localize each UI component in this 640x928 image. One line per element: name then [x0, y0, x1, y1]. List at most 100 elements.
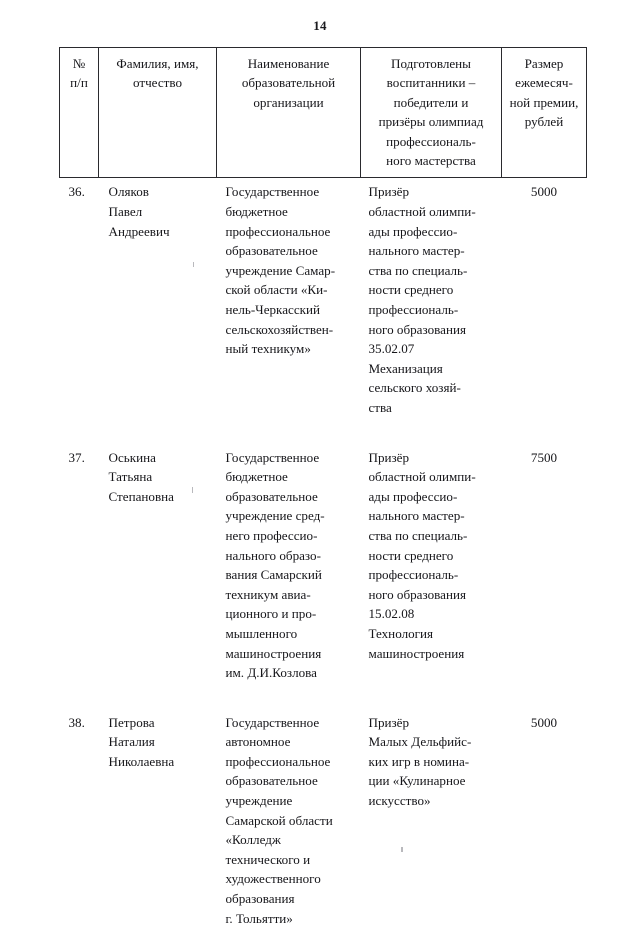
cell-number: 37. — [68, 449, 85, 465]
cell-organization-line: образовательное — [225, 488, 318, 504]
column-header-amount-line-3: ной премии, — [509, 94, 579, 110]
awards-table: № п/п Фамилия, имя, отчество Наименовани… — [59, 46, 587, 928]
cell-achievements-line: Призёр — [368, 449, 410, 465]
cell-fullname-line: Наталия — [108, 734, 155, 750]
column-header-number-line-2: п/п — [70, 75, 88, 91]
cell-organization-line: г. Тольятти» — [225, 910, 293, 926]
cell-achievements-line: 35.02.07 — [368, 341, 415, 357]
column-header-achievements-line-4: призёры олимпиад — [378, 114, 484, 130]
cell-achievements-line: искусство» — [368, 793, 431, 809]
column-header-achievements-line-5: профессиональ- — [386, 133, 476, 149]
cell-achievements-line: ного образования — [368, 586, 467, 602]
table-row-spacer-cell — [60, 418, 587, 444]
table-row-spacer-cell — [60, 683, 587, 709]
cell-organization-line: Государственное — [225, 184, 320, 200]
cell-achievements-line: ства по специаль- — [368, 262, 468, 278]
cell-achievements-line: ства — [368, 399, 392, 415]
column-header-achievements-line-3: победители и — [393, 94, 469, 110]
cell-organization-line: автономное — [225, 734, 291, 750]
cell-achievements-line: Механизация — [368, 360, 443, 376]
cell-achievements-line: 15.02.08 — [368, 606, 415, 622]
column-header-amount: Размер ежемесяч- ной премии, рублей — [501, 46, 587, 179]
table-header: № п/п Фамилия, имя, отчество Наименовани… — [59, 46, 587, 179]
column-header-organization-line-1: Наименование — [247, 56, 330, 71]
cell-organization-line: бюджетное — [225, 204, 288, 220]
cell-fullname-line: Оляков — [108, 184, 149, 200]
cell-achievements-line: ких игр в номина- — [368, 753, 470, 769]
cell-organization-line: ный техникум» — [225, 341, 311, 357]
cell-organization-line: технического и — [225, 851, 311, 867]
document-page: 14 № п/п Фамилия, имя, отчество Наименов… — [59, 18, 587, 926]
cell-organization-line: образовательное — [225, 773, 318, 789]
cell-amount: 5000 — [530, 184, 558, 200]
column-header-fullname-line-2: отчество — [133, 75, 182, 91]
cell-achievements-line: профессиональ- — [368, 567, 459, 583]
column-header-fullname: Фамилия, имя, отчество — [98, 46, 217, 179]
cell-organization-line: сельскохозяйствен- — [225, 321, 334, 337]
cell-organization-line: мышленного — [225, 625, 298, 641]
cell-organization-line: Государственное — [225, 449, 320, 465]
page-number: 14 — [313, 18, 327, 33]
cell-achievements: Призёр областной олимпи-ады профессио-нал… — [361, 444, 502, 683]
table-header-row: № п/п Фамилия, имя, отчество Наименовани… — [59, 46, 587, 179]
cell-organization-line: ционного и про- — [225, 606, 317, 622]
cell-organization-line: Самарской области — [225, 812, 333, 828]
cell-organization-line: него профессио- — [225, 527, 318, 543]
cell-organization-line: учреждение — [225, 793, 293, 809]
column-header-organization-line-3: организации — [253, 94, 324, 110]
column-header-achievements: Подготовлены воспитанники – победители и… — [360, 46, 502, 179]
column-header-fullname-line-1: Фамилия, имя, — [116, 56, 199, 71]
cell-achievements-line: ции «Кулинарное — [368, 773, 466, 789]
cell-organization-line: Государственное — [225, 714, 320, 730]
cell-organization-line: техникум авиа- — [225, 586, 311, 602]
column-header-number-line-1: № — [72, 56, 86, 71]
cell-organization-line: нель-Черкасский — [225, 302, 321, 317]
cell-achievements-line: сельского хозяй- — [368, 380, 461, 396]
column-header-organization: Наименование образовательной организации — [216, 46, 361, 179]
cell-organization-line: бюджетное — [225, 469, 288, 485]
cell-organization: Государственное автономное профессионально… — [217, 709, 361, 928]
column-header-amount-line-2: ежемесяч- — [515, 75, 573, 91]
cell-organization-line: нального образо- — [225, 547, 321, 563]
cell-achievements-line: областной олимпи- — [368, 204, 476, 220]
column-header-achievements-line-1: Подготовлены — [391, 56, 471, 71]
cell-achievements-line: ства по специаль- — [368, 527, 468, 543]
cell-fullname-line: Татьяна — [108, 469, 153, 485]
cell-fullname-line: Николаевна — [108, 753, 175, 769]
cell-organization-line: профессиональное — [225, 223, 331, 239]
cell-achievements-line: Призёр — [368, 714, 410, 730]
column-header-number: № п/п — [59, 46, 99, 179]
cell-achievements-line: ного образования — [368, 321, 467, 337]
cell-organization-line: образования — [225, 891, 295, 907]
cell-achievements-line: Малых Дельфийс- — [368, 734, 472, 750]
cell-achievements-line: ности среднего — [368, 282, 454, 298]
cell-number: 38. — [68, 714, 85, 730]
cell-achievements-line: машиностроения — [368, 645, 465, 661]
cell-achievements-line: областной олимпи- — [368, 469, 476, 485]
cell-achievements-line: нального мастер- — [368, 243, 465, 259]
cell-fullname-line: Петрова — [108, 714, 155, 730]
cell-fullname-line: Степановна — [108, 488, 174, 504]
cell-achievements-line: ады профессио- — [368, 223, 458, 239]
cell-organization-line: ской области «Ки- — [225, 282, 328, 298]
cell-organization-line: «Колледж — [225, 832, 281, 848]
cell-organization-line: вания Самарский — [225, 567, 322, 583]
cell-organization-line: профессиональное — [225, 753, 331, 769]
cell-amount: 5000 — [530, 714, 558, 730]
cell-organization-line: машиностроения — [225, 645, 322, 661]
cell-fullname-line: Павел — [108, 204, 143, 220]
table-row-spacer — [60, 418, 587, 444]
cell-achievements-line: ады профессио- — [368, 488, 458, 504]
table-row-spacer — [60, 683, 587, 709]
cell-achievements-line: нального мастер- — [368, 508, 465, 524]
cell-fullname-line: Оськина — [108, 449, 156, 465]
cell-organization-line: учреждение сред- — [225, 508, 325, 524]
cell-fullname-line: Андреевич — [108, 223, 170, 239]
cell-organization: Государственное бюджетное профессиональное… — [217, 178, 361, 418]
